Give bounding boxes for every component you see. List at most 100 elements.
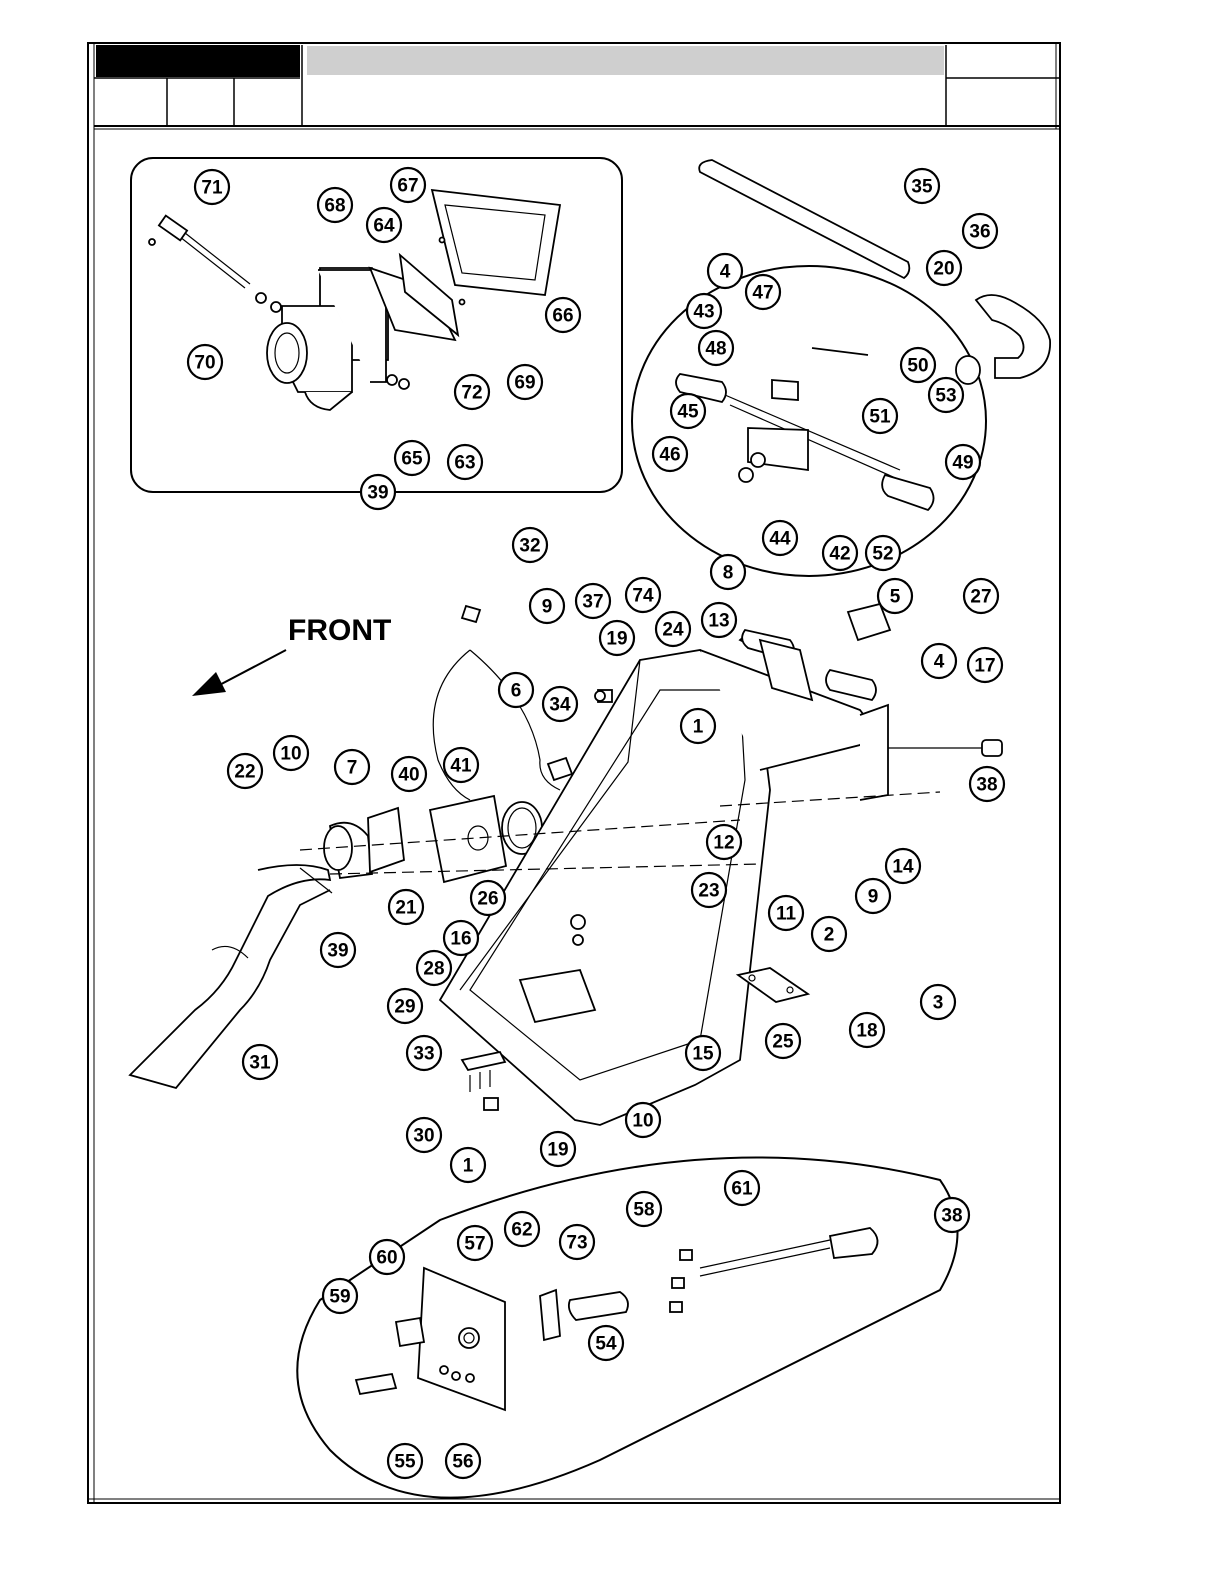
callout-23: 23: [692, 873, 726, 907]
callout-40: 40: [392, 757, 426, 791]
callout-29: 29: [388, 989, 422, 1023]
callout-56: 56: [446, 1444, 480, 1478]
callout-number: 9: [868, 887, 879, 908]
front-label: FRONT: [288, 614, 391, 647]
callout-21: 21: [389, 890, 423, 924]
callout-number: 23: [698, 881, 719, 902]
callout-number: 35: [911, 177, 933, 198]
callout-number: 70: [194, 353, 215, 374]
callout-49: 49: [946, 445, 980, 479]
callout-16: 16: [444, 921, 478, 955]
callout-67: 67: [391, 168, 425, 202]
callout-number: 4: [934, 652, 945, 673]
callout-54: 54: [589, 1326, 623, 1360]
callout-number: 18: [856, 1021, 877, 1042]
callout-27: 27: [964, 579, 998, 613]
callout-number: 37: [582, 592, 603, 613]
callout-39: 39: [321, 933, 355, 967]
callout-number: 19: [547, 1140, 568, 1161]
callout-10: 10: [274, 736, 308, 770]
callout-number: 55: [394, 1452, 416, 1473]
callout-72: 72: [455, 375, 489, 409]
callout-38: 38: [970, 767, 1004, 801]
callout-number: 47: [752, 283, 773, 304]
callout-number: 69: [514, 373, 535, 394]
callout-13: 13: [702, 603, 736, 637]
callout-59: 59: [323, 1279, 357, 1313]
callout-number: 61: [731, 1179, 753, 1200]
callout-73: 73: [560, 1225, 594, 1259]
callout-52: 52: [866, 536, 900, 570]
callout-number: 30: [413, 1126, 434, 1147]
callout-10: 10: [626, 1103, 660, 1137]
callout-28: 28: [417, 951, 451, 985]
callout-19: 19: [600, 621, 634, 655]
callout-number: 28: [423, 959, 444, 980]
callout-17: 17: [968, 648, 1002, 682]
callout-64: 64: [367, 208, 401, 242]
callout-number: 43: [693, 302, 714, 323]
callout-70: 70: [188, 345, 222, 379]
callout-6: 6: [499, 673, 533, 707]
callout-41: 41: [444, 748, 478, 782]
callout-14: 14: [886, 849, 920, 883]
callout-44: 44: [763, 521, 797, 555]
callout-number: 40: [398, 765, 419, 786]
callout-number: 59: [329, 1287, 350, 1308]
callout-66: 66: [546, 298, 580, 332]
front-arrow-head: [192, 672, 226, 696]
callout-number: 32: [519, 536, 540, 557]
callout-number: 2: [824, 925, 835, 946]
callout-number: 44: [769, 529, 791, 550]
callout-57: 57: [458, 1226, 492, 1260]
callout-number: 74: [632, 586, 654, 607]
callout-58: 58: [627, 1192, 661, 1226]
callout-30: 30: [407, 1118, 441, 1152]
callout-32: 32: [513, 528, 547, 562]
callout-number: 57: [464, 1234, 485, 1255]
callout-number: 39: [367, 483, 388, 504]
front-direction-indicator: FRONT: [192, 614, 391, 696]
callout-number: 17: [974, 656, 995, 677]
callout-number: 67: [397, 176, 418, 197]
callout-number: 19: [606, 629, 627, 650]
callout-45: 45: [671, 394, 705, 428]
callout-36: 36: [963, 214, 997, 248]
callout-number: 13: [708, 611, 729, 632]
callout-7: 7: [335, 750, 369, 784]
callout-number: 54: [595, 1334, 617, 1355]
callout-number: 49: [952, 453, 973, 474]
callout-number: 52: [872, 544, 893, 565]
callout-number: 42: [829, 544, 850, 565]
callout-2: 2: [812, 917, 846, 951]
callout-number: 73: [566, 1233, 587, 1254]
callout-number: 12: [713, 833, 734, 854]
callout-35: 35: [905, 169, 939, 203]
callout-number: 53: [935, 386, 956, 407]
callout-22: 22: [228, 754, 262, 788]
callout-number: 45: [677, 402, 699, 423]
callout-number: 3: [933, 993, 944, 1014]
callout-number: 63: [454, 453, 475, 474]
callout-number: 26: [477, 889, 498, 910]
callout-33: 33: [407, 1036, 441, 1070]
callout-19: 19: [541, 1132, 575, 1166]
callout-71: 71: [195, 170, 229, 204]
callout-number: 5: [890, 587, 901, 608]
callout-number: 33: [413, 1044, 434, 1065]
callout-9: 9: [856, 879, 890, 913]
callout-25: 25: [766, 1024, 800, 1058]
callout-number: 1: [693, 717, 704, 738]
callout-50: 50: [901, 348, 935, 382]
callout-number: 50: [907, 356, 928, 377]
title-grey-bar: [307, 46, 944, 75]
callout-number: 14: [892, 857, 914, 878]
callout-number: 10: [280, 744, 301, 765]
callout-47: 47: [746, 275, 780, 309]
callout-number: 64: [373, 216, 395, 237]
callout-number: 62: [511, 1220, 532, 1241]
callout-number: 68: [324, 196, 345, 217]
callout-42: 42: [823, 536, 857, 570]
callout-number: 38: [941, 1206, 962, 1227]
